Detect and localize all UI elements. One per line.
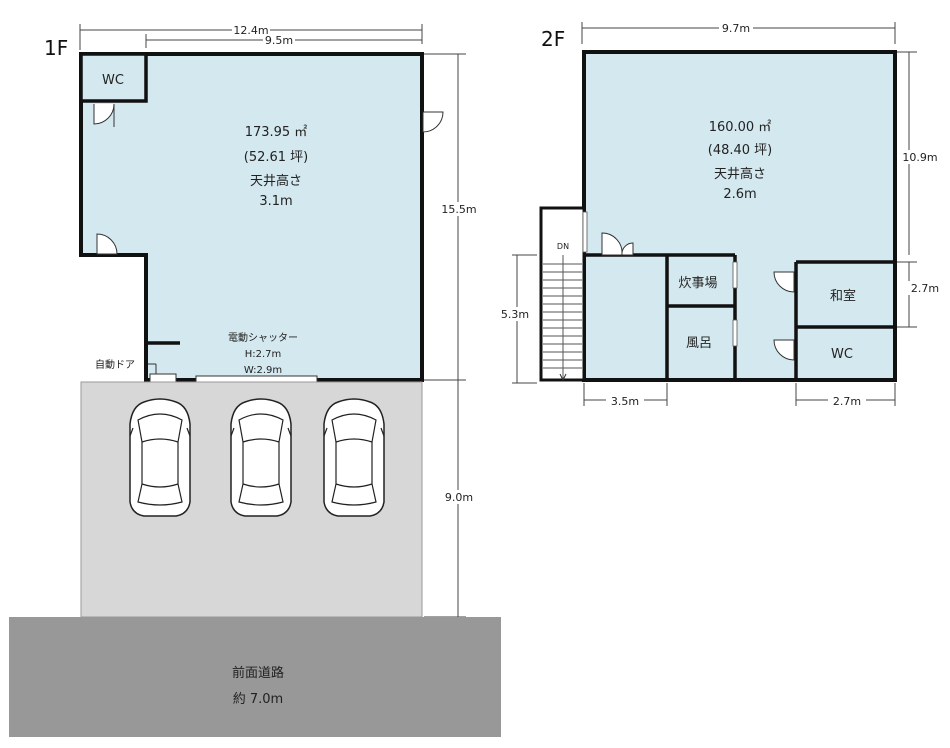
door-left-1f-icon [96,233,118,255]
dim-2f-left-stair: 5.3m [497,254,537,384]
dim-2f-right-washitsu: 2.7m [897,261,944,328]
floor1-wc-label: WC [102,73,124,88]
window-bath [732,319,738,347]
dim-2f-left-stair-label: 5.3m [501,308,529,321]
stair-treads [543,255,582,380]
floor2-room [582,50,897,382]
floor2-ceiling-value: 2.6m [723,187,756,202]
dim-1f-top-total: 12.4m [79,24,423,50]
floor2-ceiling-label: 天井高さ [714,166,766,182]
room-bath-label: 風呂 [686,336,712,351]
car-icon-3 [323,398,385,517]
room-wc-2f-label: WC [831,347,853,362]
dim-2f-bottom-right-label: 2.7m [833,395,861,408]
floor2-area-sqm: 160.00 ㎡ [709,120,772,135]
floor2-area-tsubo: (48.40 坪) [708,143,773,158]
dim-1f-right-building: 15.5m [424,53,478,381]
shutter-title: 電動シャッター [228,331,298,344]
dim-1f-top-inner-label: 9.5m [265,34,293,47]
floor1-area-tsubo: (52.61 坪) [244,150,309,165]
car-icon-2 [230,398,292,517]
room-kitchen-label: 炊事場 [678,276,717,291]
road-name: 前面道路 [232,665,284,681]
auto-door-opening [149,373,177,383]
door-2f-double-icon [601,232,634,256]
floor1-area-sqm: 173.95 ㎡ [245,125,308,140]
front-road [9,617,501,737]
dim-2f-right-total-label: 10.9m [902,151,937,164]
dim-2f-top: 9.7m [581,22,896,44]
door-wc-icon [93,103,115,127]
dim-2f-top-label: 9.7m [722,22,750,35]
room-washitsu-label: 和室 [830,288,856,304]
floor1-wc [79,52,148,103]
floor2-title: 2F [541,27,565,51]
dim-2f-right-total: 10.9m [897,51,942,255]
auto-door-label: 自動ドア [95,358,135,371]
shutter-width: W:2.9m [244,365,282,376]
road-width: 約 7.0m [233,692,283,707]
dim-1f-right-parking-label: 9.0m [445,491,473,504]
dim-2f-right-washitsu-label: 2.7m [911,282,939,295]
dim-1f-right-parking: 9.0m [424,380,476,618]
floor1-ceiling-label: 天井高さ [250,173,302,189]
floor1-room [79,52,424,382]
dim-1f-right-building-label: 15.5m [441,203,476,216]
floor1-title: 1F [44,36,68,60]
stair-label: DN [557,242,569,251]
stair-arrow-icon [559,373,567,382]
door-wc-2f-icon [773,339,795,361]
shutter-height: H:2.7m [245,349,282,360]
window-2f-left [582,211,588,253]
car-icon-1 [129,398,191,517]
dim-2f-bottom-right: 2.7m [795,383,896,408]
door-right-1f-icon [422,111,444,133]
dim-2f-bottom-left: 3.5m [583,383,668,408]
window-kitchen [732,261,738,289]
floor1-ceiling-value: 3.1m [259,194,292,209]
dim-1f-top-total-label: 12.4m [233,24,268,37]
dim-2f-bottom-left-label: 3.5m [611,395,639,408]
dim-1f-top-inner: 9.5m [145,34,422,48]
door-washitsu-icon [773,271,795,293]
